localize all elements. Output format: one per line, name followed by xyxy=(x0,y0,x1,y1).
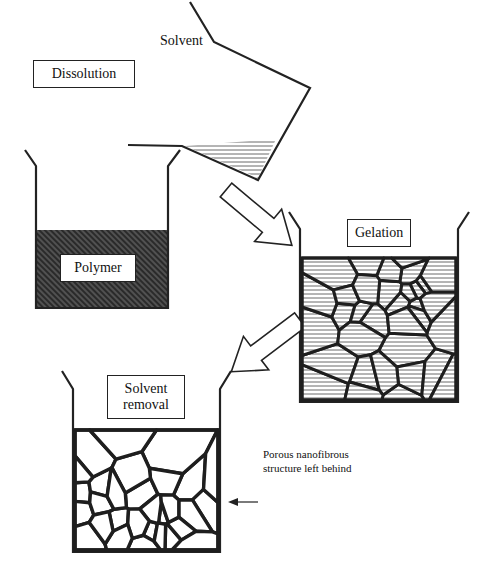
polymer-fill xyxy=(36,230,168,308)
box-label: Dissolution xyxy=(41,66,127,82)
label-text: Porous nanofibrous structure left behind xyxy=(263,447,355,476)
network-border xyxy=(75,430,218,550)
network-cell xyxy=(420,292,456,322)
process-arrow xyxy=(219,303,313,388)
porous-network xyxy=(75,430,218,550)
network-cell xyxy=(75,456,93,483)
solvent-container xyxy=(128,2,310,180)
network-cell xyxy=(89,512,113,544)
network-cell xyxy=(149,468,182,495)
gel-network xyxy=(302,258,456,400)
network-ground xyxy=(75,430,218,550)
network-cell xyxy=(397,361,425,395)
material-label: Solvent xyxy=(160,32,230,50)
box-label: Gelation xyxy=(355,225,403,241)
network-cell xyxy=(401,284,417,301)
network-cell xyxy=(345,382,383,400)
network-cell xyxy=(204,430,218,503)
network-cell xyxy=(161,495,179,523)
network-cell xyxy=(429,354,456,400)
network-cell xyxy=(353,274,380,303)
network-ground xyxy=(302,258,456,400)
box-label: Solvent removal xyxy=(115,381,177,413)
pointer-head xyxy=(228,498,238,506)
gel-beaker xyxy=(289,212,469,402)
note-label: Porous nanofibrous structure left behind xyxy=(263,447,355,476)
label-text: Solvent xyxy=(160,32,230,50)
network-cell xyxy=(172,531,218,550)
process-arrow xyxy=(213,174,306,261)
label-box: Polymer xyxy=(60,254,136,282)
network-cell xyxy=(387,307,427,335)
box-label: Polymer xyxy=(68,260,128,276)
network-cell xyxy=(392,258,430,268)
network-cell xyxy=(154,523,166,550)
network-cell xyxy=(90,430,157,459)
label-box: Solvent removal xyxy=(107,375,185,419)
label-box: Dissolution xyxy=(33,60,135,88)
polymer-beaker xyxy=(25,150,180,308)
porous-beaker xyxy=(62,371,231,552)
label-box: Gelation xyxy=(347,219,411,247)
network-border xyxy=(302,258,456,400)
network-cell xyxy=(107,468,126,510)
